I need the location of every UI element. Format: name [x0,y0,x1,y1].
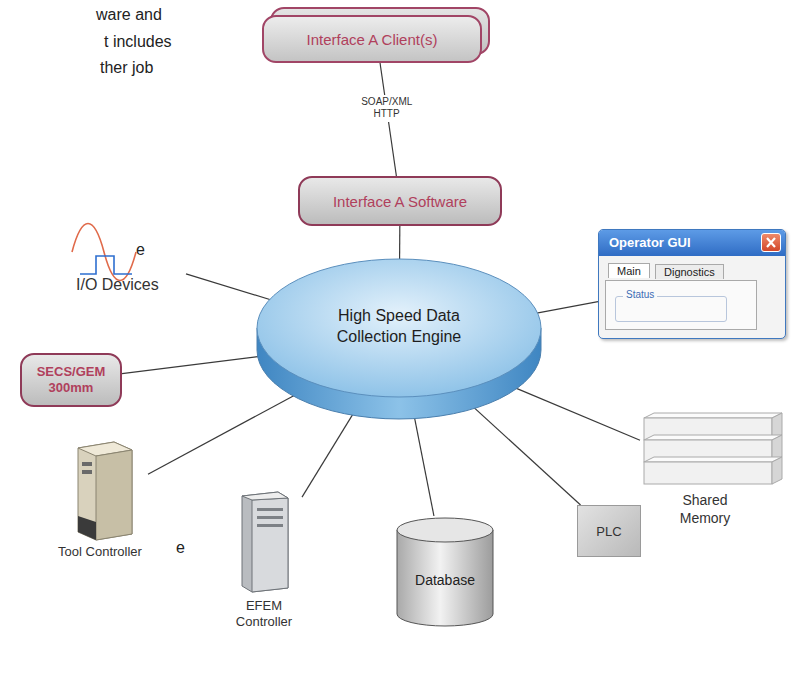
io-label: I/O Devices [76,276,159,294]
box-label: SECS/GEM 300mm [37,364,106,395]
efem-label: EFEM Controller [226,598,302,631]
plc-box: PLC [577,505,641,557]
memory-stack-icon [640,412,786,490]
connector-line [399,226,400,262]
group-label: Status [623,289,657,300]
client-box: Interface A Client(s) [262,7,490,63]
database-cylinder: Database [395,516,495,628]
software-box: Interface A Software [298,176,502,226]
secs-gem-box: SECS/GEM 300mm [20,353,122,407]
engine-cylinder: High Speed Data Collection Engine [256,258,542,420]
connector-line [534,302,598,314]
database-label: Database [395,572,495,588]
close-button [761,233,781,252]
shared-memory: Shared Memory [640,412,786,530]
text-area: Database [395,572,495,588]
text-area: High Speed Data Collection Engine [330,282,467,372]
plc-label: PLC [596,524,621,539]
tab-label: Dignostics [664,266,715,278]
text-area: Interface A Client(s) [262,15,482,63]
text-fragment: ther job [100,59,153,77]
connector-line [148,393,298,474]
box-label: Interface A Client(s) [307,31,438,48]
tab: Main [608,263,650,278]
text-fragment: e [136,241,145,259]
close-x [762,234,780,251]
operator-gui-window: Operator GUI Main DignosticsStatus [598,229,786,339]
tool-controller: Tool Controller [52,436,148,564]
memory-label: Shared Memory [670,492,740,527]
edge-label: SOAP/XML HTTP [358,95,415,122]
server-icon [226,488,302,594]
tab-label: Main [617,265,641,277]
connector-line [414,416,434,516]
tab-panel [605,280,757,330]
box-label: Interface A Software [333,193,467,210]
connector-line [302,412,354,497]
connector-line [122,356,260,373]
text-fragment: t includes [104,33,172,51]
connector-line [186,274,275,301]
tab: Dignostics [655,264,724,279]
io-devices: I/O Devices [62,216,186,294]
engine-label: High Speed Data Collection Engine [330,306,467,348]
connector-line [512,386,640,440]
text-fragment: e [176,539,185,557]
text-fragment: ware and [96,6,162,24]
efem-controller: EFEM Controller [226,488,302,630]
window-title: Operator GUI [609,235,691,250]
tool-label: Tool Controller [52,544,148,559]
computer-icon [52,436,148,541]
connector-line [472,405,581,505]
